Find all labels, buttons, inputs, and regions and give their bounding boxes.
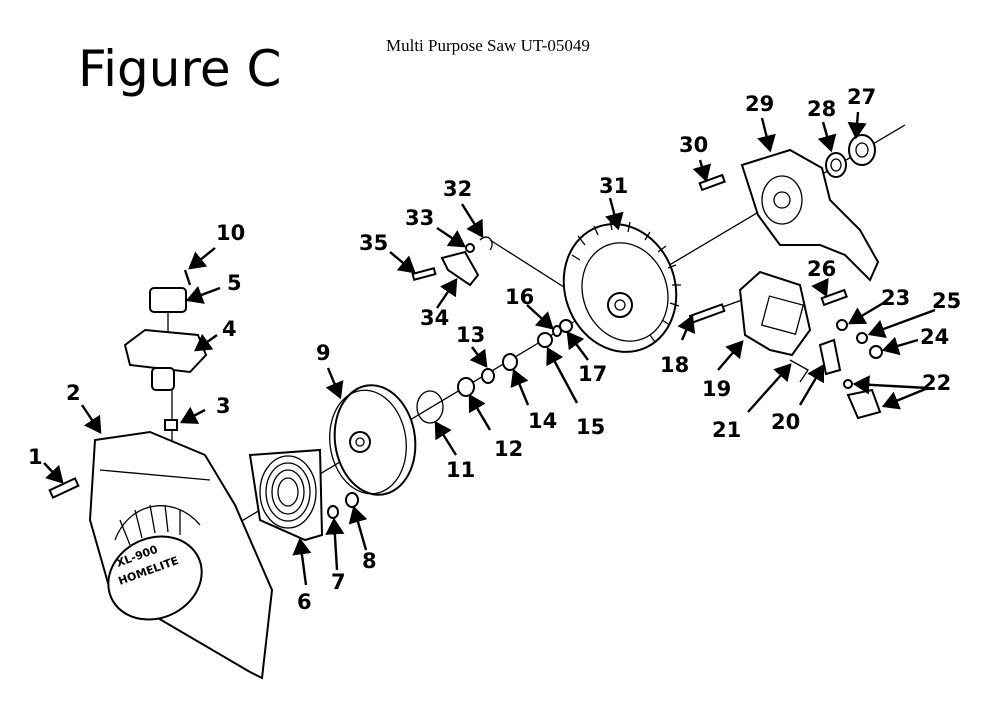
bearing xyxy=(848,134,876,166)
callout-12: 12 xyxy=(494,437,523,461)
washer-part-25 xyxy=(856,332,868,344)
rewind-spring xyxy=(248,448,324,542)
callout-35: 35 xyxy=(359,231,388,255)
callout-3: 3 xyxy=(216,394,231,418)
screw-part-8 xyxy=(345,492,359,508)
washer-part-15 xyxy=(537,332,553,348)
callout-27: 27 xyxy=(847,85,876,109)
callout-6: 6 xyxy=(297,590,312,614)
handle-insert xyxy=(149,287,187,332)
callout-28: 28 xyxy=(807,97,836,121)
starter-handle xyxy=(123,328,208,391)
figure-label: Figure C xyxy=(78,40,282,98)
spacer-part-12 xyxy=(457,377,475,397)
callout-29: 29 xyxy=(745,92,774,116)
lever-part-34 xyxy=(440,250,480,287)
callout-14: 14 xyxy=(528,409,557,433)
callout-33: 33 xyxy=(405,206,434,230)
washer-part-16 xyxy=(552,325,562,337)
callout-7: 7 xyxy=(331,570,346,594)
washer-part-7 xyxy=(327,505,339,519)
screw-part-26 xyxy=(820,288,848,307)
screw-part-18 xyxy=(688,303,726,324)
callout-leaders xyxy=(43,111,936,586)
callout-18: 18 xyxy=(660,353,689,377)
callout-1: 1 xyxy=(28,445,43,469)
callout-4: 4 xyxy=(222,317,237,341)
callout-22: 22 xyxy=(922,371,951,395)
starter-pulley xyxy=(329,384,417,496)
callout-9: 9 xyxy=(316,341,331,365)
callout-26: 26 xyxy=(807,257,836,281)
callout-21: 21 xyxy=(712,418,741,442)
callout-19: 19 xyxy=(702,377,731,401)
screw-part-30 xyxy=(698,173,726,192)
callout-numbers: 1 2 3 4 5 6 7 8 9 10 11 12 13 14 15 16 1… xyxy=(28,85,961,614)
sleeve-part-3 xyxy=(164,419,178,431)
callout-11: 11 xyxy=(446,458,475,482)
callout-31: 31 xyxy=(599,174,628,198)
clip-part-21 xyxy=(789,359,809,383)
snap-ring-part-11 xyxy=(416,390,444,424)
spring-part-32 xyxy=(479,236,493,251)
callout-8: 8 xyxy=(362,549,377,573)
ignition-module xyxy=(738,270,812,357)
document-title: Multi Purpose Saw UT-05049 xyxy=(386,36,590,55)
nut-part-17 xyxy=(559,319,573,333)
callout-16: 16 xyxy=(505,285,534,309)
washer-part-33 xyxy=(465,243,475,253)
washer-part-13 xyxy=(481,368,495,384)
oil-seal xyxy=(825,152,847,178)
pin-part-10 xyxy=(183,269,192,286)
starter-housing: XL-900 HOMELITE xyxy=(88,430,274,680)
callout-10: 10 xyxy=(216,221,245,245)
callout-24: 24 xyxy=(920,325,949,349)
callout-32: 32 xyxy=(443,177,472,201)
callout-20: 20 xyxy=(771,410,800,434)
callout-13: 13 xyxy=(456,323,485,347)
callout-5: 5 xyxy=(227,271,242,295)
callout-25: 25 xyxy=(932,289,961,313)
flywheel xyxy=(562,219,681,353)
callout-30: 30 xyxy=(679,133,708,157)
spark-plug-lead-part-20 xyxy=(818,338,842,376)
screw-part-35 xyxy=(411,267,437,281)
washer-part-14 xyxy=(502,353,518,371)
screw-part-23 xyxy=(836,319,848,331)
callout-17: 17 xyxy=(578,362,607,386)
callout-15: 15 xyxy=(576,415,605,439)
nut-part-24 xyxy=(869,345,883,359)
callout-2: 2 xyxy=(66,381,81,405)
callout-34: 34 xyxy=(420,306,449,330)
crankcase xyxy=(740,148,880,282)
screw-part-1 xyxy=(48,477,80,499)
callout-23: 23 xyxy=(881,286,910,310)
